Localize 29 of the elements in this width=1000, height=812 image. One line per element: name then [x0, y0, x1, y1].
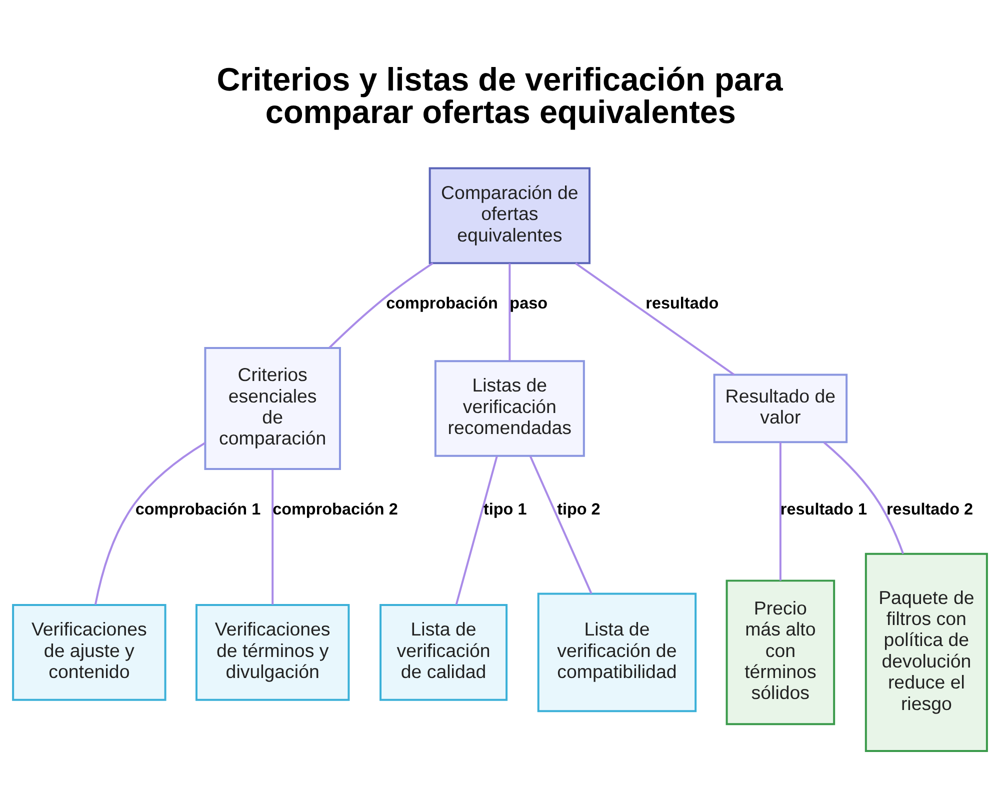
connector — [272, 469, 274, 605]
node-box: Paquete de filtros con política de devolución reduce el riesgo — [864, 552, 988, 752]
edge-label: resultado 1 — [780, 500, 867, 518]
node-box: Criterios esenciales de comparación — [204, 346, 341, 470]
node-box: Precio más alto con términos sólidos — [726, 580, 836, 726]
edge-label: resultado 2 — [886, 500, 974, 518]
node-box: Lista de verificación de compatibilidad — [537, 592, 697, 712]
node-box: Listas de verificación recomendadas — [434, 360, 585, 457]
edge-label: tipo 2 — [557, 500, 600, 518]
connector — [823, 442, 904, 554]
connector — [455, 456, 498, 606]
node-box: Verificaciones de ajuste y contenido — [12, 604, 166, 701]
edge-label: tipo 1 — [483, 500, 527, 518]
connector — [779, 442, 782, 581]
edge-label: comprobación 2 — [272, 500, 398, 518]
edge-label: comprobación — [386, 294, 498, 313]
diagram-title: Criterios y listas de verificación para comparar ofertas equivalentes — [216, 62, 783, 130]
node-box: Lista de verificación de calidad — [380, 604, 508, 701]
connector — [94, 442, 206, 605]
node-box: Comparación de ofertas equivalentes — [428, 167, 591, 264]
connector — [529, 456, 592, 594]
connector — [508, 264, 511, 361]
edge-label: resultado — [646, 294, 719, 313]
node-box: Resultado de valor — [713, 374, 848, 444]
connector — [575, 262, 735, 376]
connector — [328, 262, 434, 348]
edge-label: paso — [510, 294, 548, 313]
edge-label: comprobación 1 — [135, 500, 261, 518]
node-box: Verificaciones de términos y divulgación — [195, 604, 350, 701]
